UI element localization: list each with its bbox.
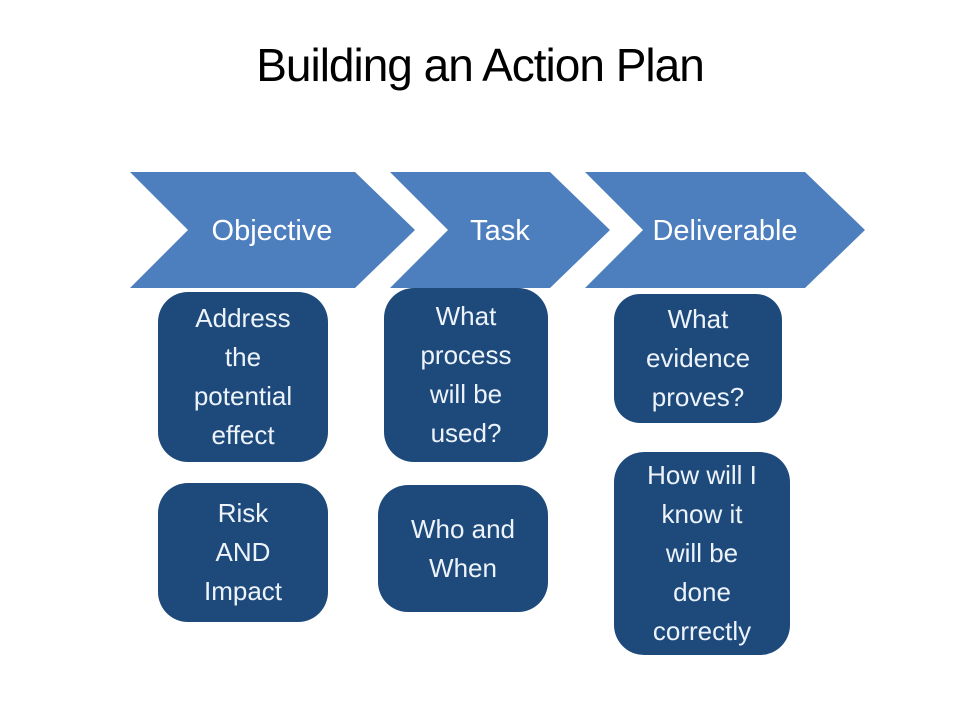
chevron-task bbox=[390, 172, 610, 288]
objective-box-address-effect: Address the potential effect bbox=[158, 292, 328, 462]
chevron-objective bbox=[130, 172, 415, 288]
task-box-process: What process will be used? bbox=[384, 288, 548, 462]
objective-box-risk-impact: Risk AND Impact bbox=[158, 483, 328, 622]
deliverable-box-evidence: What evidence proves? bbox=[614, 294, 782, 423]
task-box-who-when: Who and When bbox=[378, 485, 548, 612]
deliverable-box-done-correctly: How will I know it will be done correctl… bbox=[614, 452, 790, 655]
chevron-deliverable-label: Deliverable bbox=[652, 215, 797, 247]
chevron-task-label: Task bbox=[470, 215, 530, 247]
slide-title: Building an Action Plan bbox=[256, 39, 705, 91]
chevron-objective-label: Objective bbox=[212, 215, 333, 247]
chevron-deliverable bbox=[585, 172, 865, 288]
